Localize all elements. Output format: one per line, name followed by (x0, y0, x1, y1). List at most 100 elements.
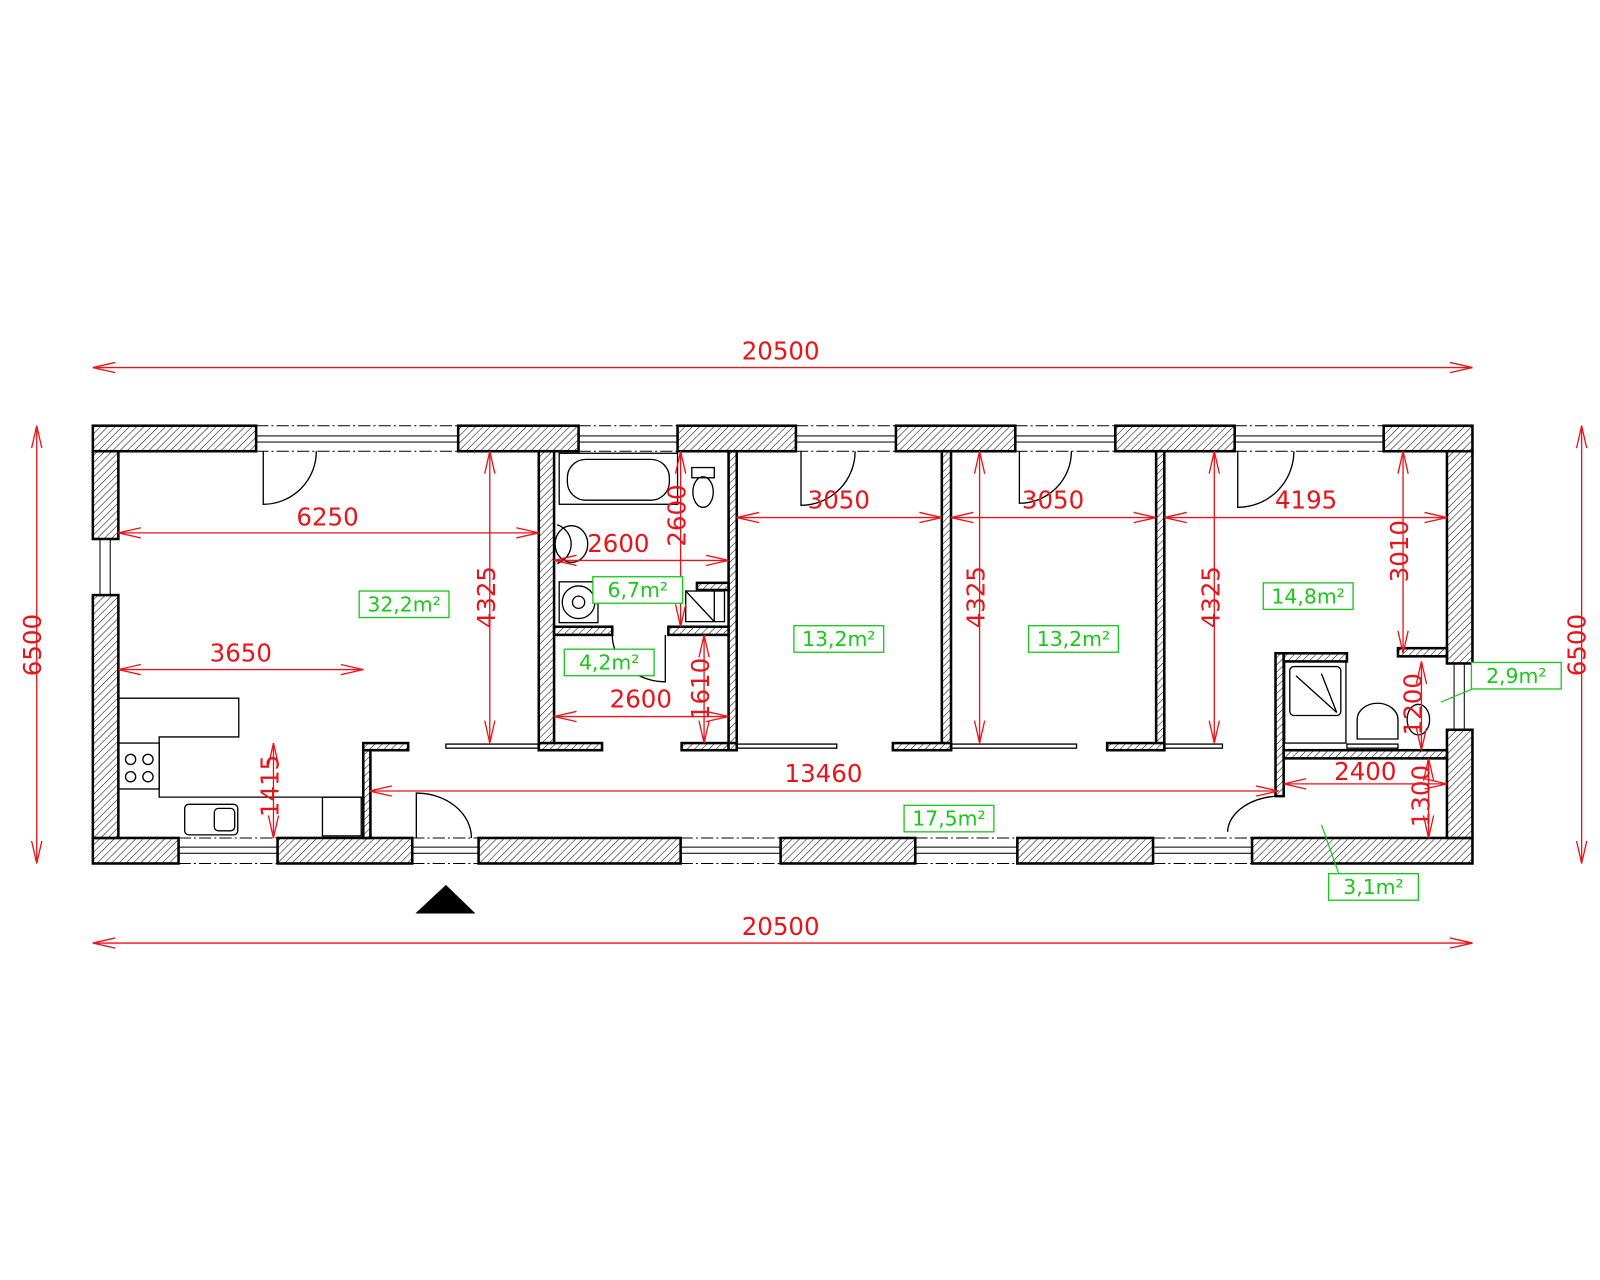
dimension-label: 3050 (808, 485, 870, 514)
wall (680, 741, 730, 752)
washing-machine-icon (558, 581, 599, 624)
wall (676, 424, 798, 453)
dimension-label: 4325 (1196, 566, 1225, 628)
wall (1016, 836, 1155, 865)
dimension-bath-width: 2600 (554, 529, 729, 562)
wall (695, 581, 730, 592)
wall (1396, 646, 1449, 658)
area-label-bathroom: 6,7m² (592, 576, 684, 604)
fixtures (117, 452, 1431, 837)
window (1234, 435, 1385, 443)
wall (456, 424, 580, 453)
sliding-door (950, 743, 1078, 749)
sliding-door (1163, 743, 1224, 749)
dimension-label: 3650 (210, 638, 272, 667)
boiler-icon (685, 590, 726, 623)
sliding-door (736, 743, 838, 749)
wall (894, 424, 1017, 453)
area-value: 13,2m² (802, 627, 875, 651)
wall (91, 449, 120, 541)
dimension-label: 3050 (1022, 485, 1084, 514)
dimension-room4-width: 4195 (1164, 485, 1447, 519)
wall (91, 593, 120, 840)
dimension-label: 4195 (1275, 485, 1337, 514)
area-label-room3: 13,2m² (1027, 625, 1120, 653)
wall (1282, 651, 1349, 663)
window (914, 846, 1018, 854)
area-value: 13,2m² (1037, 627, 1110, 651)
dimensions: 20500 20500 6500 6500 6250 4325 3650 1415 2600 26… (18, 336, 1592, 949)
area-value: 3,1m² (1343, 875, 1403, 899)
dimension-label: 4325 (472, 566, 501, 628)
dimension-wc-depth: 1200 (1398, 661, 1427, 751)
area-value: 2,9m² (1486, 664, 1546, 688)
walls (91, 424, 1474, 865)
area-value: 14,8m² (1271, 584, 1344, 608)
door-swing (262, 451, 317, 505)
wall (91, 424, 258, 453)
wall (552, 625, 614, 637)
entrance-arrow-icon (415, 884, 476, 914)
wall (667, 625, 730, 637)
dimension-label: 1200 (1398, 673, 1427, 735)
washbasin-icon (554, 524, 589, 565)
dimension-room4-depth: 4325 (1196, 451, 1225, 744)
wall (1382, 424, 1474, 453)
dimension-label: 1415 (256, 755, 285, 817)
area-value: 32,2m² (367, 592, 440, 616)
bathtub (558, 452, 679, 505)
dimension-label: 1300 (1407, 765, 1436, 827)
dimension-room2-width: 3050 (736, 485, 942, 519)
area-value: 17,5m² (912, 807, 985, 831)
window (1152, 846, 1253, 854)
area-label-corridor: 17,5m² (903, 804, 995, 833)
wall (537, 741, 604, 752)
dimension-label: 2600 (610, 684, 672, 713)
entrance-door (415, 792, 473, 838)
window (680, 846, 782, 854)
wall (1154, 449, 1166, 752)
dimension-living-width: 6250 (118, 503, 539, 534)
wall (276, 836, 414, 865)
door-swing (800, 451, 856, 506)
area-label-room4: 14,8m² (1262, 582, 1354, 611)
dimension-overall-right: 6500 (1563, 425, 1592, 864)
dimension-label: 2400 (1334, 757, 1396, 786)
shower-tray (1284, 660, 1347, 744)
area-labels: 32,2m² 6,7m² 4,2m² 13,2m² 13,2m² 14,8m² 2,9m² 1… (358, 576, 1562, 901)
dimension-corridor-length: 13460 (369, 759, 1279, 792)
wall (940, 449, 953, 752)
sliding-door (1346, 743, 1399, 749)
window (578, 435, 679, 443)
wall (1274, 651, 1285, 798)
area-label-room2: 13,2m² (793, 625, 885, 653)
window (178, 846, 279, 854)
wall (477, 836, 682, 865)
kitchen-counter (117, 697, 364, 837)
dimension-kitchen-depth: 1415 (256, 743, 285, 838)
area-value: 4,2m² (579, 651, 639, 675)
door-swing (1237, 451, 1295, 509)
area-label-storage: 3,1m² (1320, 824, 1420, 901)
dimension-overall-bottom: 20500 (92, 912, 1473, 944)
door-swing (1226, 795, 1281, 832)
wall (1250, 836, 1474, 865)
dimension-room3-width: 3050 (951, 485, 1157, 519)
wall (1114, 424, 1236, 453)
dimension-storage-width: 2400 (1283, 757, 1447, 786)
wall (727, 741, 739, 752)
area-value: 6,7m² (608, 578, 668, 602)
door-swing (1018, 451, 1073, 504)
sliding-door (445, 743, 540, 749)
wall (1445, 728, 1474, 840)
dimension-bath-depth: 2600 (663, 451, 692, 627)
wall (1282, 748, 1449, 760)
wall (361, 748, 372, 840)
wall (779, 836, 917, 865)
dimension-label: 2600 (587, 529, 649, 558)
wall (91, 836, 180, 865)
dimension-overall-left: 6500 (18, 425, 47, 864)
dimension-label: 20500 (742, 336, 820, 365)
dimension-label: 6500 (1563, 614, 1592, 676)
doors (262, 451, 1399, 838)
